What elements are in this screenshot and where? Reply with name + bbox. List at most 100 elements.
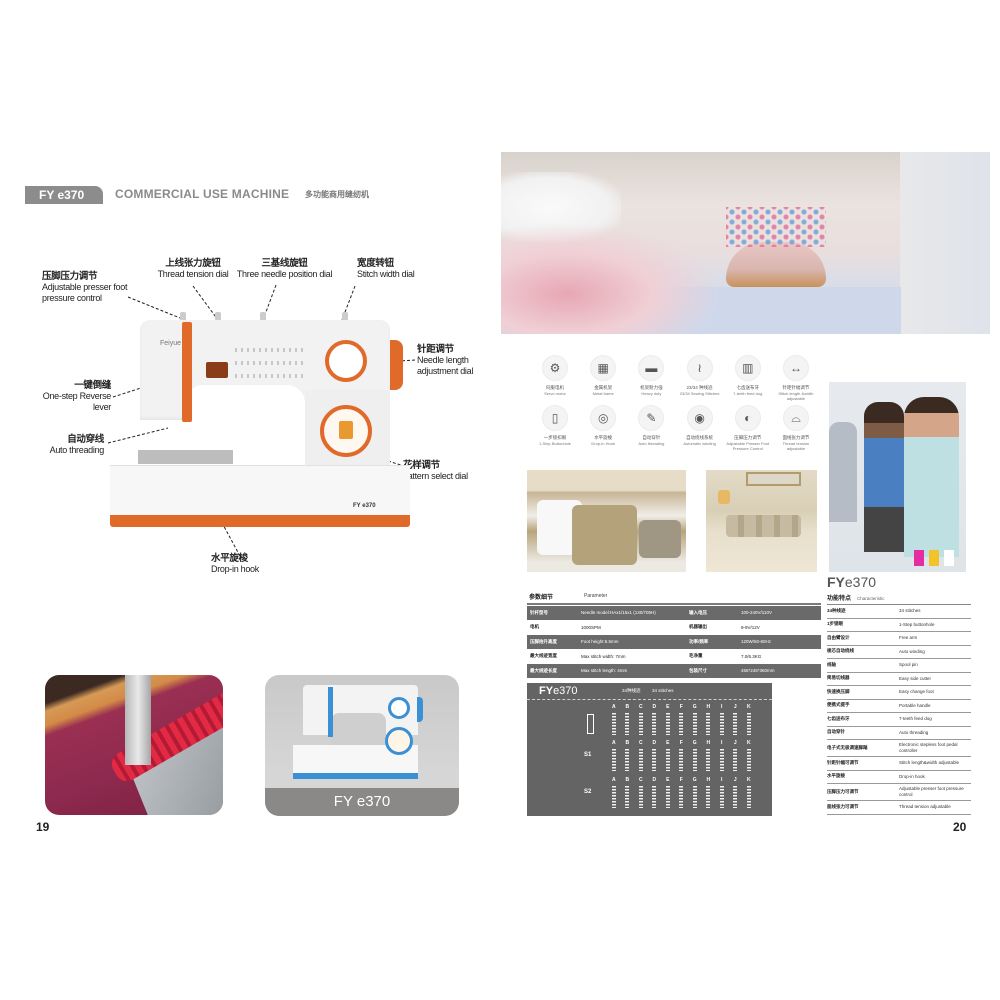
callout-label-en: Thread tension dial [157,269,229,279]
stitch-chart-panel [235,340,305,378]
callout-needle-position: 三基线旋钮 Three needle position dial [232,258,337,280]
parameter-title-cn: 参数细节 [529,595,554,601]
tension-knob [215,312,221,322]
characteristics-model-title: FYe370 [827,574,877,590]
heavy-duty-icon: ▬ [638,355,665,381]
stitch-glyphs [607,749,756,771]
presser-foot-photo [125,675,151,765]
handwheel [390,340,403,390]
pattern-select-dial [320,405,372,457]
callout-pattern-select: 花样调节 pattern select dial [403,460,468,482]
pincushion [726,242,826,287]
stitches-icon: ≀ [686,355,713,381]
callout-label-cn: 三基线旋钮 [261,258,308,269]
buttonhole-icon: ▯ [542,405,568,431]
photo-blue-machine: FY e370 [265,675,459,816]
page-header-title-cn: 多功能商用缝纫机 [305,190,369,199]
callout-label-cn: 水平旋梭 [211,553,248,564]
width-knob [342,312,348,322]
callout-drop-in-hook: 水平旋梭 Drop-in hook [211,553,259,575]
servo-motor-icon: ⚙ [542,355,568,381]
blue-machine-caption: FY e370 [265,788,459,816]
photo-bedroom-pillows [527,470,686,572]
callout-label-en: Adjustable presser foot pressure control [42,282,128,303]
callout-label-cn: 一键倒缝 [74,380,111,391]
stitch-chart-header: FYe370 34种线迹 34 stitches [527,683,772,700]
callout-label-cn: 花样调节 [403,460,440,471]
sewing-machine-image-blue [293,685,423,780]
needle-length-dial [325,340,367,382]
callout-thread-tension: 上线张力旋钮 Thread tension dial [142,258,244,280]
feed-dog-icon: ▥ [734,355,761,381]
buttonhole-icon [587,714,594,734]
tension-icon: ⌓ [782,405,809,431]
photo-bedroom-interior [706,470,817,572]
page-number-left: 19 [36,820,50,834]
callout-label-en: One-step Reverse lever [42,391,112,412]
callout-label-en: Auto threading [49,445,105,455]
presser-icon: ◐ [734,405,761,431]
parameter-section-header: 参数细节 Parameter [527,592,821,605]
auto-threading-icon: ✎ [638,405,665,431]
callout-label-cn: 自动穿线 [67,434,104,445]
hero-photo-pincushion [501,152,990,334]
machine-base [110,465,410,517]
callout-label-en: Three needle position dial [236,269,333,279]
callout-label-en: Needle length adjustment dial [417,355,474,376]
callout-presser-foot-pressure: 压脚压力调节 Adjustable presser foot pressure … [42,271,137,304]
stitch-length-icon: ↔ [782,355,809,381]
callout-label-cn: 宽度转钮 [357,258,394,269]
callout-label-cn: 上线张力旋钮 [165,258,221,269]
callout-reverse-lever: 一键倒缝 One-step Reverse lever [38,380,112,413]
photo-tailors [829,382,966,572]
callout-needle-length: 针距调节 Needle length adjustment dial [417,344,487,377]
machine-brand-label: Feiyue [160,340,182,347]
presser-knob [180,312,186,322]
reverse-lever [206,362,228,378]
winding-icon: ◉ [686,405,713,431]
callout-label-en: pattern select dial [403,471,468,481]
needle-plate [138,450,233,464]
stitch-glyphs [607,713,756,735]
stitch-glyphs [607,786,756,808]
callout-auto-threading: 自动穿线 Auto threading [22,434,105,456]
drop-in-hook-icon: ◎ [590,405,617,431]
machine-front-strip [182,322,192,422]
parameter-title-en: Parameter [584,593,608,599]
